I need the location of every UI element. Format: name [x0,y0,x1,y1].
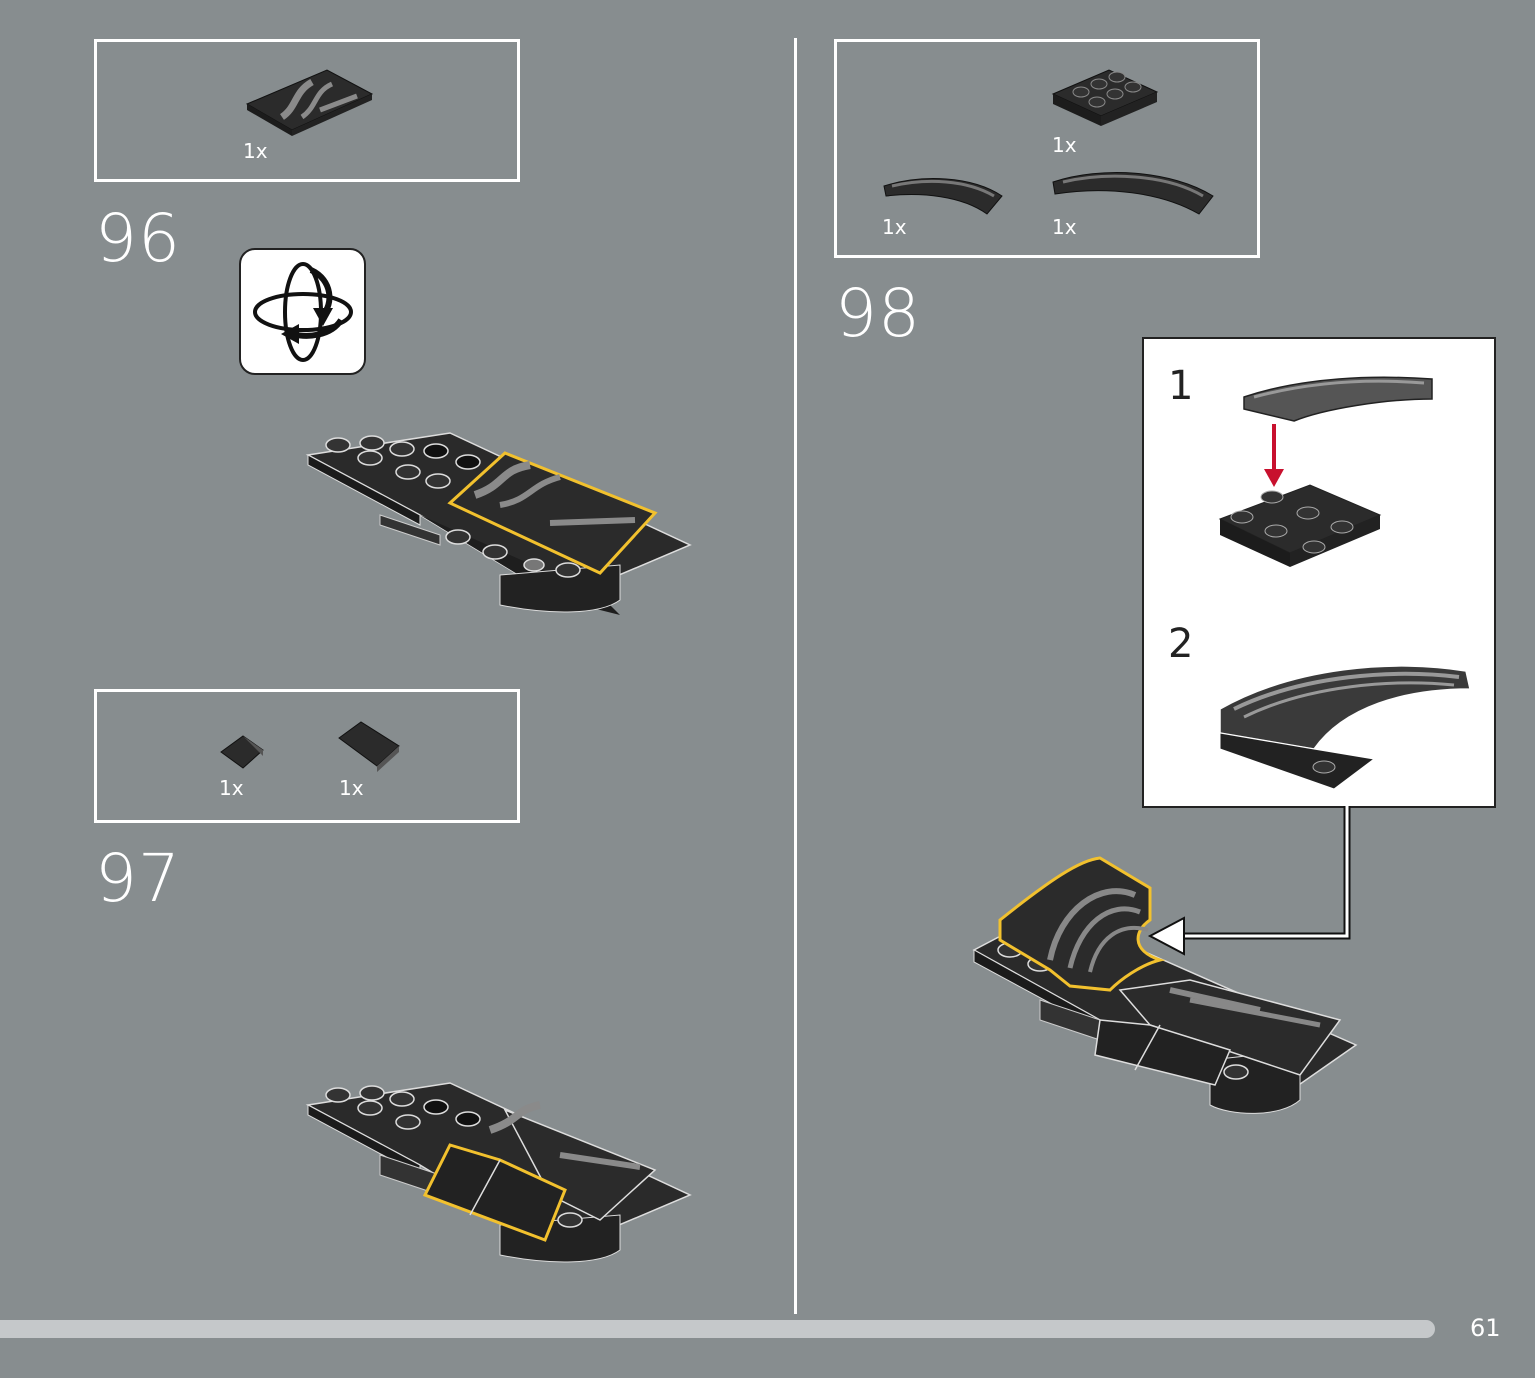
step-96-model-illustration [305,432,692,615]
sub-assembly-callout: 1 2 [1142,337,1496,808]
substep-2-illustration [1219,665,1471,790]
slope-1x1-icon [220,735,264,769]
progress-bar [0,1320,1435,1338]
tile-2x4-printed-icon [245,69,374,136]
curved-tile-large-icon [1052,172,1214,215]
part-qty: 1x [219,776,244,800]
step-98-parts-box: 1x 1x 1x [834,39,1260,258]
page-number: 61 [1470,1314,1501,1342]
step-number: 97 [95,840,181,917]
rotate-model-icon [239,248,366,375]
part-qty: 1x [339,776,364,800]
substep-number: 1 [1168,363,1194,409]
callout-connector-arrow [1147,806,1351,956]
column-divider [794,38,797,1314]
step-97-model-illustration [305,1082,692,1263]
substep-number: 2 [1168,621,1194,667]
step-98-model-illustration [972,856,1358,1114]
curved-tile-small-icon [883,178,1003,215]
substep-1-illustration [1218,376,1433,567]
plate-2x3-icon [1051,69,1159,126]
step-96-parts-box: 1x [94,39,520,182]
slope-1x2-icon [338,721,400,772]
step-number: 96 [95,200,181,277]
part-qty: 1x [1052,133,1077,157]
part-qty: 1x [243,139,268,163]
part-qty: 1x [1052,215,1077,239]
step-number: 98 [835,275,921,352]
step-97-parts-box: 1x 1x [94,689,520,823]
part-qty: 1x [882,215,907,239]
